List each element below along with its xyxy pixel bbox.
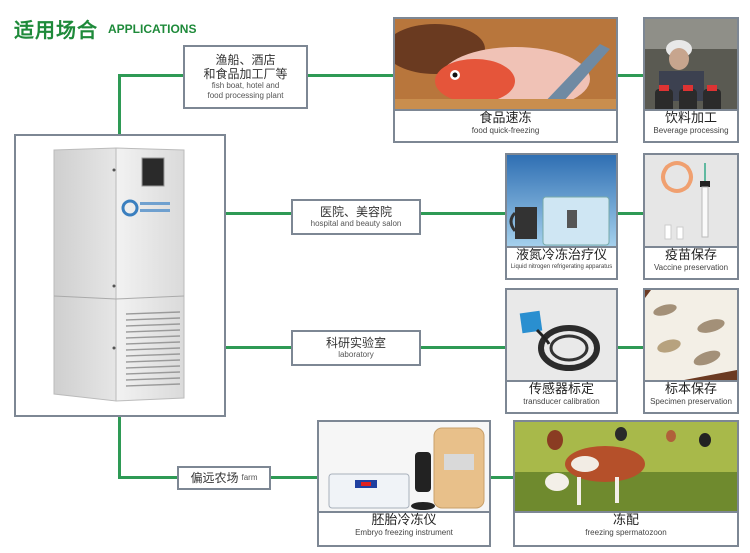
category-label-cn-line1: 渔船、酒店 [215, 53, 276, 67]
card-caption-en: Specimen preservation [650, 397, 732, 406]
connector-row1-left [118, 74, 184, 77]
cattle-photo [515, 422, 737, 515]
card-caption: 液氮冷冻治疗仪 Liquid nitrogen refrigerating ap… [507, 246, 616, 278]
card-food-quick-freezing: 食品速冻 food quick-freezing [393, 17, 618, 143]
cryo-apparatus-photo [507, 155, 616, 250]
card-caption: 胚胎冷冻仪 Embryo freezing instrument [319, 511, 489, 545]
beverage-worker-photo [645, 19, 737, 113]
card-caption: 食品速冻 food quick-freezing [395, 109, 616, 141]
connector-row1-cards [617, 74, 644, 77]
category-label-cn: 科研实验室 [325, 336, 386, 350]
category-label-cn: 偏远农场 [190, 471, 239, 485]
category-label-cn-line2: 和食品加工厂等 [203, 67, 288, 81]
card-caption: 冻配 freezing spermatozoon [515, 511, 737, 545]
card-liquid-nitrogen-apparatus: 液氮冷冻治疗仪 Liquid nitrogen refrigerating ap… [505, 153, 618, 280]
card-freezing-spermatozoon: 冻配 freezing spermatozoon [513, 420, 739, 547]
category-fishing-hotel-food: 渔船、酒店 和食品加工厂等 fish boat, hotel and food … [183, 45, 308, 109]
freezer-side-panel [53, 147, 117, 402]
card-caption-en: Beverage processing [653, 126, 729, 135]
card-caption: 传感器标定 transducer calibration [507, 380, 616, 412]
card-caption-en: transducer calibration [523, 397, 600, 406]
card-beverage-processing: 饮料加工 Beverage processing [643, 17, 739, 143]
category-label-en: laboratory [338, 350, 374, 359]
category-label-en: farm [241, 473, 258, 482]
card-vaccine-preservation: 疫苗保存 Vaccine preservation [643, 153, 739, 280]
fish-photo [395, 19, 616, 113]
medical-cross-icon [661, 161, 693, 193]
card-caption-en: Liquid nitrogen refrigerating apparatus [510, 264, 613, 270]
card-caption-en: freezing spermatozoon [585, 528, 667, 537]
card-caption-en: food quick-freezing [471, 126, 540, 135]
connector-row2-cards [617, 212, 644, 215]
sensor-photo [507, 290, 616, 384]
card-caption-cn: 饮料加工 [664, 111, 717, 126]
card-caption-cn: 液氮冷冻治疗仪 [515, 248, 607, 263]
card-caption-en: Vaccine preservation [653, 263, 729, 272]
connector-row2-right [420, 212, 506, 215]
device-frame [14, 134, 226, 417]
card-transducer-calibration: 传感器标定 transducer calibration [505, 288, 618, 414]
category-laboratory: 科研实验室 laboratory [291, 330, 421, 366]
freezer-display-window [141, 157, 165, 187]
connector-bottom-vertical [118, 417, 121, 479]
title-english: APPLICATIONS [108, 22, 197, 36]
card-embryo-freezing-instrument: 胚胎冷冻仪 Embryo freezing instrument [317, 420, 491, 547]
card-caption-cn: 食品速冻 [479, 111, 532, 126]
connector-row4-right [270, 476, 318, 479]
connector-row3-cards [617, 346, 644, 349]
freezer-unit-image [53, 147, 185, 402]
connector-row2-left [226, 212, 292, 215]
category-label-en-line2: food processing plant [207, 91, 284, 100]
connector-row1-right [307, 74, 393, 77]
card-caption: 疫苗保存 Vaccine preservation [645, 246, 737, 278]
card-specimen-preservation: 标本保存 Specimen preservation [643, 288, 739, 414]
card-caption: 标本保存 Specimen preservation [645, 380, 737, 412]
freezer-vent-grille [125, 311, 181, 387]
category-hospital-salon: 医院、美容院 hospital and beauty salon [291, 199, 421, 235]
card-caption-cn: 冻配 [612, 513, 639, 528]
connector-top-vertical [118, 75, 121, 135]
freezer-logo-icon [121, 199, 139, 217]
connector-row4-cards [490, 476, 516, 479]
embryo-instrument-photo [319, 422, 489, 515]
category-label-en-line1: fish boat, hotel and [211, 81, 280, 90]
card-caption-cn: 标本保存 [664, 382, 717, 397]
connector-row3-right [420, 346, 506, 349]
category-farm: 偏远农场 farm [177, 466, 271, 490]
card-caption-cn: 胚胎冷冻仪 [371, 513, 437, 528]
category-label-en: hospital and beauty salon [310, 219, 402, 228]
category-label-cn: 医院、美容院 [319, 205, 392, 219]
card-caption-cn: 传感器标定 [528, 382, 594, 397]
title-chinese: 适用场合 [14, 18, 98, 42]
card-caption: 饮料加工 Beverage processing [645, 109, 737, 141]
moth-specimen-photo [645, 290, 737, 384]
card-caption-cn: 疫苗保存 [664, 248, 717, 263]
connector-row4-left [118, 476, 178, 479]
syringe-photo [645, 155, 737, 250]
connector-row3-left [226, 346, 292, 349]
card-caption-en: Embryo freezing instrument [355, 528, 453, 537]
